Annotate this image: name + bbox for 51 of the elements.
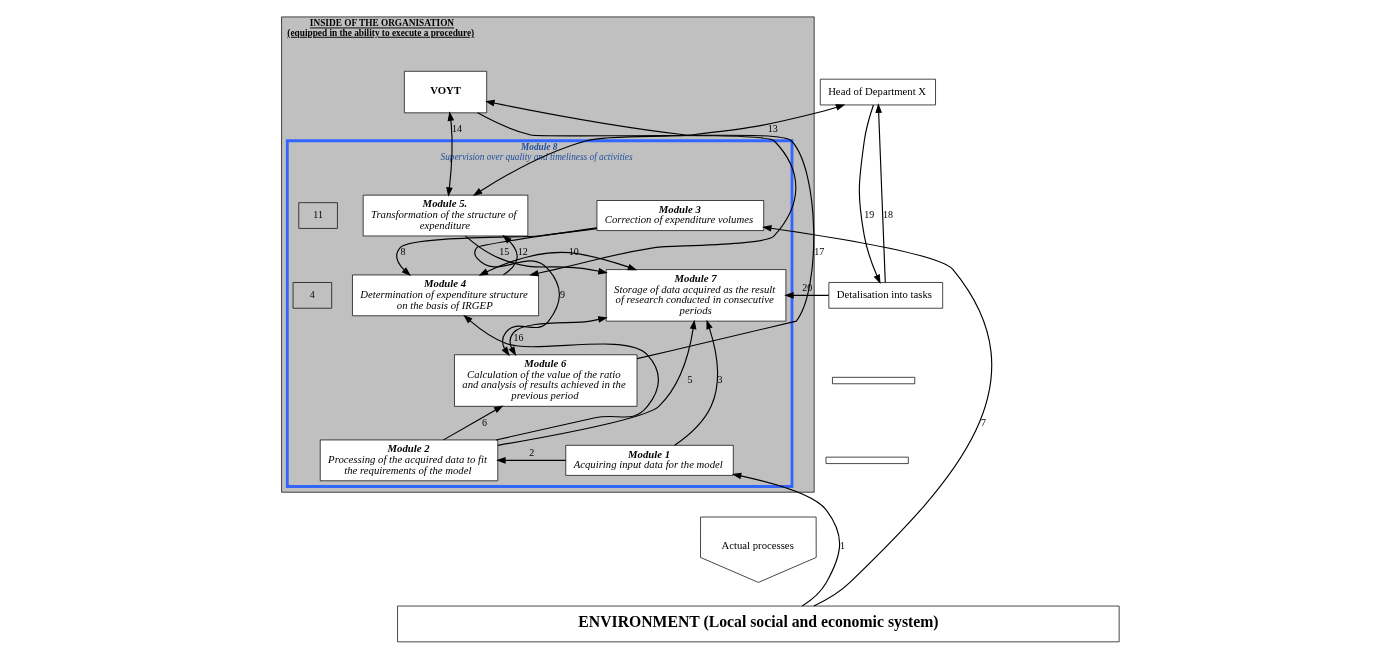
edge-label: 13 — [767, 123, 778, 135]
edge-label: 19 — [863, 209, 874, 221]
node-box: Head of Department X — [819, 78, 936, 106]
arrow — [783, 292, 829, 299]
arrow — [473, 227, 597, 357]
edge-label: 15 — [498, 246, 509, 258]
edge-label: 3 — [717, 374, 723, 386]
arrow — [478, 251, 637, 276]
arrow — [484, 99, 814, 360]
label: 11 — [312, 209, 323, 221]
arrow — [442, 405, 503, 441]
node-box: ENVIRONMENT (Local social and economic system) — [396, 605, 1119, 643]
arrow — [464, 235, 608, 275]
node-box: Module 6 Calculation of the value of the ratio and analysis of results achieved in the previous period — [453, 354, 637, 407]
arrow — [761, 225, 992, 607]
node-box: Module 3 Correction of expenditure volumes — [596, 200, 764, 231]
node-box: Module 4 Determination of expenditure structure on the basis of IRGEP — [351, 274, 539, 317]
node-box: VOYT — [403, 70, 487, 114]
arrow — [731, 472, 840, 607]
arrow — [501, 234, 518, 276]
edge-label: 16 — [513, 331, 524, 343]
arrow — [472, 104, 845, 196]
arrow — [874, 103, 886, 283]
node-box: Module 2 Processing of the acquired data to fit the requirements of the model — [319, 439, 498, 482]
arrow — [495, 457, 566, 464]
node-box: Module 7 Storage of data acquired as the result of research conducted in consecutive periods — [605, 269, 786, 322]
edge-label: 2 — [528, 446, 534, 458]
node-box: Detalisation into tasks — [828, 282, 943, 309]
arrow — [858, 104, 881, 284]
edge-label: 12 — [517, 246, 528, 258]
edge-label: 9 — [559, 289, 565, 301]
edge-label: 7 — [980, 416, 986, 428]
arrow — [673, 319, 718, 446]
arrow — [476, 112, 796, 277]
node-box: Module 5. Transformation of the structure of expenditure — [362, 194, 528, 237]
edge-label: 17 — [813, 246, 824, 258]
label: 4 — [309, 289, 315, 301]
edge-label: 14 — [451, 123, 462, 135]
arrow — [496, 319, 696, 446]
edge-label: 8 — [399, 246, 405, 258]
arrow — [462, 314, 659, 441]
edge-label: 18 — [882, 209, 893, 221]
node-bar — [831, 376, 915, 385]
arrow — [445, 111, 454, 197]
arrow — [395, 228, 597, 276]
edge-label: 5 — [686, 374, 692, 386]
edge-label: 6 — [481, 416, 487, 428]
node-bar — [825, 456, 909, 464]
edge-label: 1 — [839, 539, 845, 551]
node-box: Module 1 Acquiring input data for the model — [564, 444, 734, 476]
arrow — [508, 316, 608, 357]
